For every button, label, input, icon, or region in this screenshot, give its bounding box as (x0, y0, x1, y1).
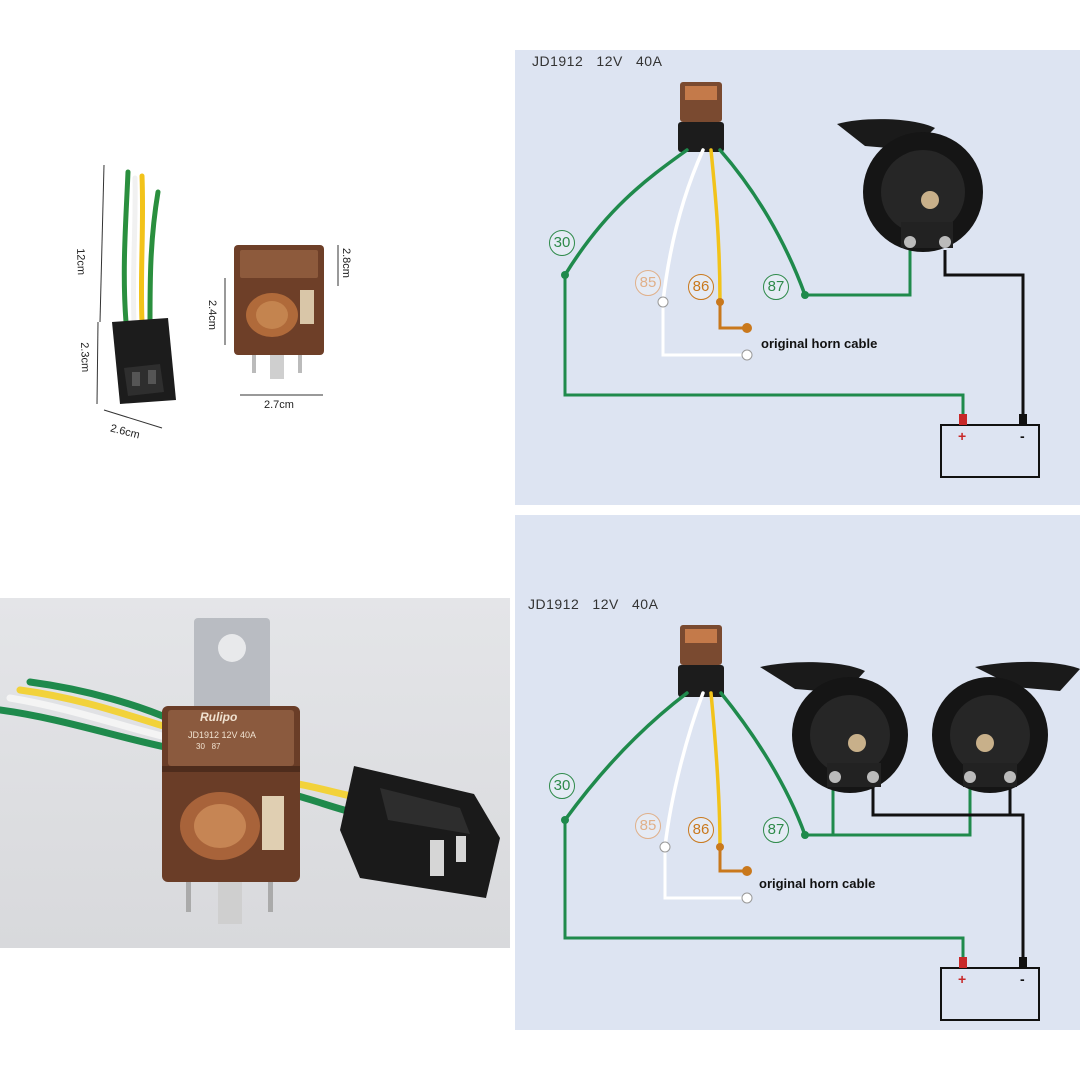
double-horn-circuit (561, 625, 1080, 1021)
pin-87: 87 (763, 274, 789, 300)
battery (940, 414, 1040, 478)
diagram-title: JD1912 12V 40A (532, 53, 663, 69)
relay-small (234, 245, 324, 379)
relay-wires (563, 691, 807, 849)
relay-socket (112, 318, 176, 404)
pin-85: 85 (635, 813, 661, 839)
horn-cable-label: original horn cable (759, 876, 876, 891)
relay-height-label: 2.4cm (206, 300, 218, 330)
relay-model-text: JD1912 12V 40A (188, 730, 257, 740)
relay-unit (678, 82, 724, 152)
battery (940, 957, 1040, 1021)
horn-left (760, 662, 908, 793)
pin-86: 86 (688, 817, 714, 843)
wiring-diagram-double-horn: JD1912 12V 40A (515, 515, 1080, 1030)
horn-cable-label: original horn cable (761, 336, 878, 351)
pin-85: 85 (635, 270, 661, 296)
socket-height-label: 2.3cm (78, 342, 92, 373)
dimension-lines (96, 164, 339, 429)
relay-brand-text: Rulipo (200, 710, 238, 724)
horn (837, 119, 983, 252)
wiring-diagram-single-horn: JD1912 12V 40A (515, 50, 1080, 505)
relay-socket-large (340, 766, 500, 898)
battery-minus: - (1020, 971, 1025, 987)
horn-right (932, 661, 1080, 793)
diagram-title: JD1912 12V 40A (528, 596, 659, 612)
photo-wires (0, 678, 364, 818)
pin-30: 30 (549, 230, 575, 256)
battery-plus: + (958, 971, 967, 987)
pin-87: 87 (763, 817, 789, 843)
relay-photo-illustration (0, 618, 500, 924)
pin-30: 30 (549, 773, 575, 799)
battery-plus: + (958, 428, 967, 444)
socket-wires (121, 169, 161, 325)
relay-pins-text: 30 87 (196, 742, 221, 751)
battery-minus: - (1020, 428, 1025, 444)
single-horn-circuit (561, 82, 1040, 478)
wire-length-label: 12cm (74, 248, 87, 276)
product-photo-panel: Rulipo JD1912 12V 40A 30 87 (0, 598, 510, 948)
relay-top-label: 2.8cm (340, 248, 352, 278)
relay-wires (563, 148, 807, 304)
mounting-bracket (194, 618, 270, 728)
circuit-lines (563, 250, 1025, 418)
relay-large (162, 706, 300, 924)
pin-86: 86 (688, 274, 714, 300)
relay-unit (678, 625, 724, 697)
relay-width-label: 2.7cm (264, 399, 294, 411)
dimensions-panel: 12cm 2.3cm 2.6cm 2.8cm 2.4cm 2.7cm (0, 0, 515, 590)
circuit-lines (563, 785, 1025, 961)
dimensions-drawing (96, 164, 339, 429)
